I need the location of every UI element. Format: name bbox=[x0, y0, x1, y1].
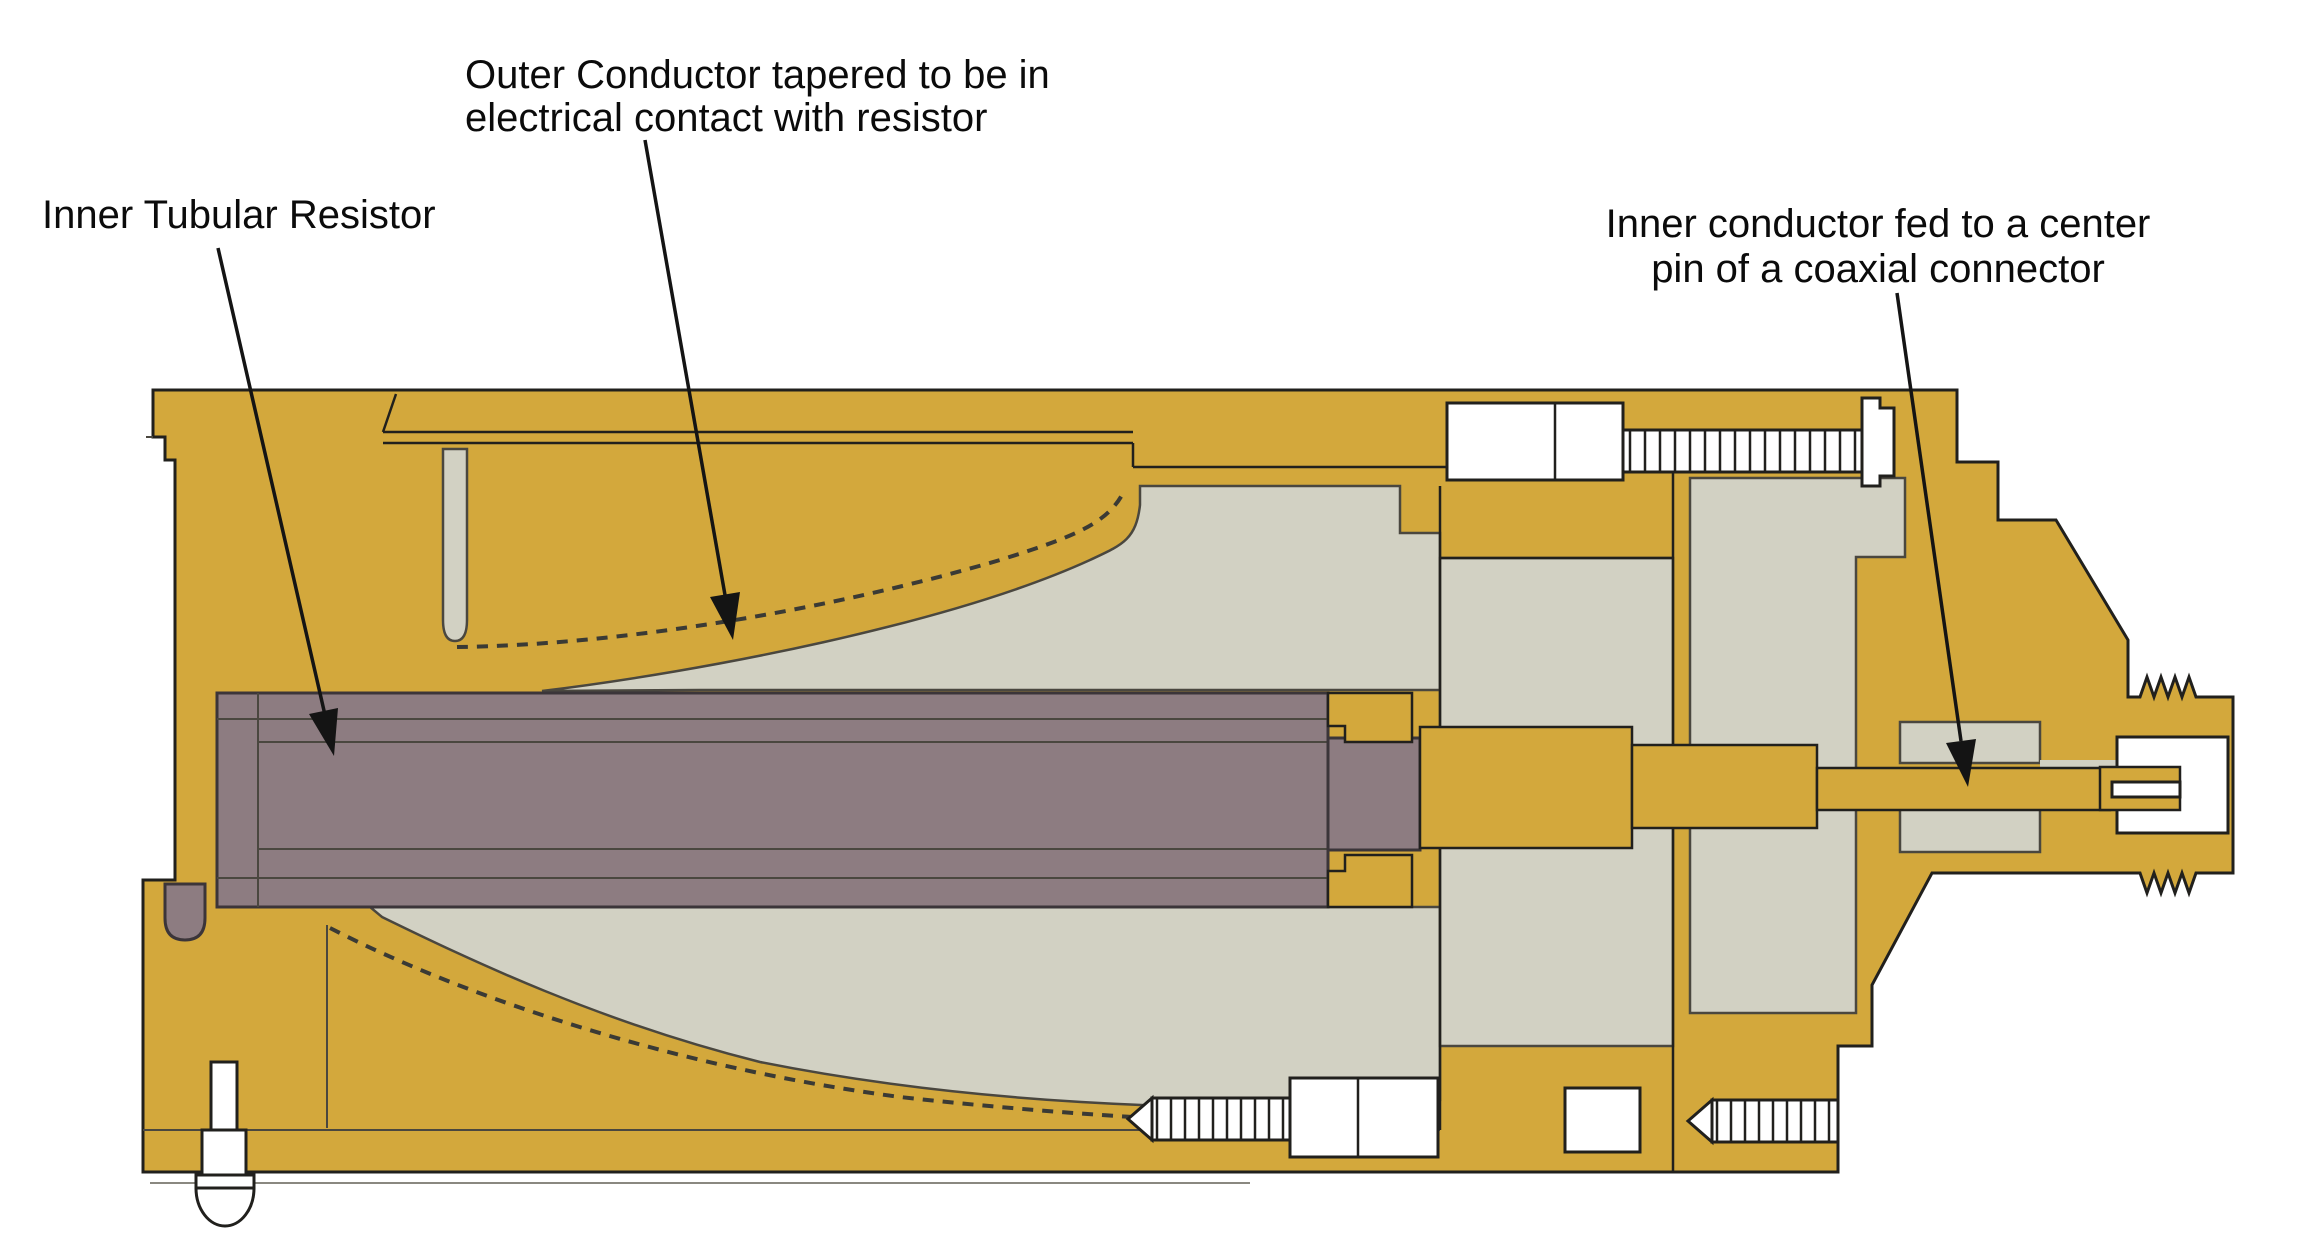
center-pin-fork-slot bbox=[2110, 780, 2182, 799]
top-retaining-bolt bbox=[1445, 396, 1896, 488]
lid-slot bbox=[441, 447, 469, 643]
end-cap-top bbox=[1326, 691, 1414, 744]
inner-conductor-label-line1: Inner conductor fed to a center bbox=[1606, 202, 2151, 246]
resistor-leader-line bbox=[216, 247, 327, 716]
set-screw-left bbox=[1125, 1076, 1440, 1159]
top-lid-lines bbox=[146, 393, 1447, 469]
outer-conductor-leader-line bbox=[643, 139, 727, 596]
bolt-nut bbox=[1860, 396, 1896, 488]
mounting-screw-body bbox=[200, 1128, 248, 1177]
leader-lines bbox=[216, 139, 1976, 787]
connector-dielectric-bottom bbox=[1898, 805, 2042, 854]
conductor-wide-segment bbox=[1418, 725, 1634, 850]
set-screw-left-threads bbox=[1150, 1096, 1292, 1142]
set-screw-right bbox=[1563, 1086, 1840, 1154]
set-screw-left-head-recess bbox=[1288, 1076, 1440, 1159]
inner-conductor-label-line2: pin of a coaxial connector bbox=[1651, 247, 2105, 291]
end-cap-bottom bbox=[1326, 853, 1414, 909]
upper-taper-cavity bbox=[541, 484, 1442, 693]
lid-chamfer-line bbox=[381, 393, 398, 433]
inner-conductor-arrowhead-icon bbox=[1946, 739, 1976, 787]
conductor-mid-segment bbox=[1630, 743, 1819, 830]
outer-conductor-arrowhead-icon bbox=[710, 592, 740, 640]
connector-dielectric-strip bbox=[2040, 760, 2117, 770]
resistor-label: Inner Tubular Resistor bbox=[42, 193, 436, 237]
set-screw-right-recess bbox=[1563, 1086, 1642, 1154]
bolt-head bbox=[1445, 401, 1625, 482]
lower-taper-dashed-line bbox=[329, 926, 1431, 1129]
upper-taper-dashed-line bbox=[456, 494, 1124, 649]
labels: Inner Tubular Resistor Outer Conductor t… bbox=[42, 53, 2150, 291]
outer-conductor-label-line1: Outer Conductor tapered to be in bbox=[465, 53, 1050, 97]
mounting-screw-washer bbox=[194, 1173, 256, 1190]
bolt-threaded-shaft bbox=[1621, 428, 1864, 474]
outer-conductor-label-line2: electrical contact with resistor bbox=[465, 96, 987, 140]
inner-tubular-resistor bbox=[163, 691, 1422, 942]
mounting-screw-stem bbox=[209, 1060, 239, 1132]
set-screw-right-threads bbox=[1710, 1098, 1840, 1144]
inner-conductor-leader-line bbox=[1895, 292, 1963, 742]
coax-connector bbox=[2098, 735, 2230, 835]
mounting-screw-dome-head bbox=[194, 1186, 256, 1228]
resistor-core-stub bbox=[1326, 736, 1422, 852]
resistor-outer-tube bbox=[215, 691, 1330, 909]
resistor-locating-tab bbox=[163, 882, 207, 942]
mounting-screw bbox=[194, 1060, 256, 1228]
resistor-arrowhead-icon bbox=[309, 708, 338, 756]
resistor-end-caps bbox=[1326, 691, 1414, 909]
